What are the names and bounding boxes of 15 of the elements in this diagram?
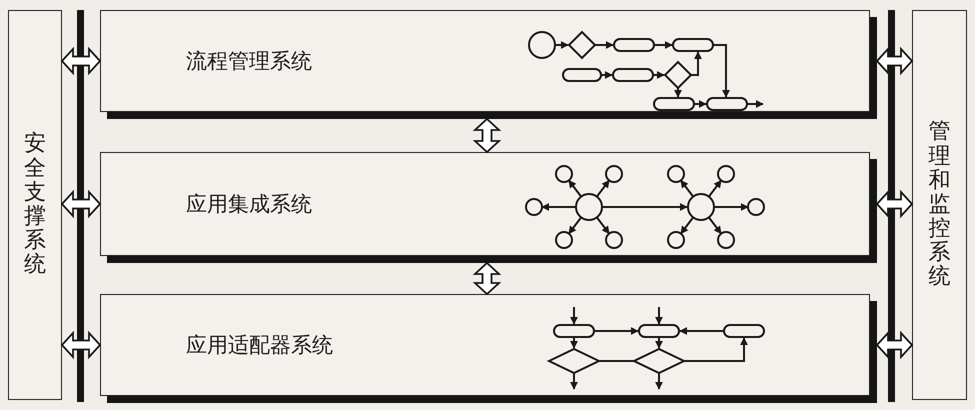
system-box	[912, 10, 967, 400]
double-arrow	[472, 262, 502, 296]
system-label: 流程管理系统	[186, 48, 312, 75]
double-arrow	[876, 46, 914, 76]
double-arrow	[876, 190, 914, 218]
double-arrow	[472, 118, 502, 154]
system-label: 应用适配器系统	[186, 332, 333, 359]
system-box	[8, 10, 62, 400]
system-label: 管理和监控系统	[928, 120, 950, 290]
system-label: 应用集成系统	[186, 191, 312, 218]
double-arrow	[60, 46, 102, 76]
system-label: 安全支撑系统	[24, 132, 46, 278]
double-arrow	[876, 330, 914, 360]
double-arrow	[60, 190, 102, 218]
double-arrow	[60, 330, 102, 360]
